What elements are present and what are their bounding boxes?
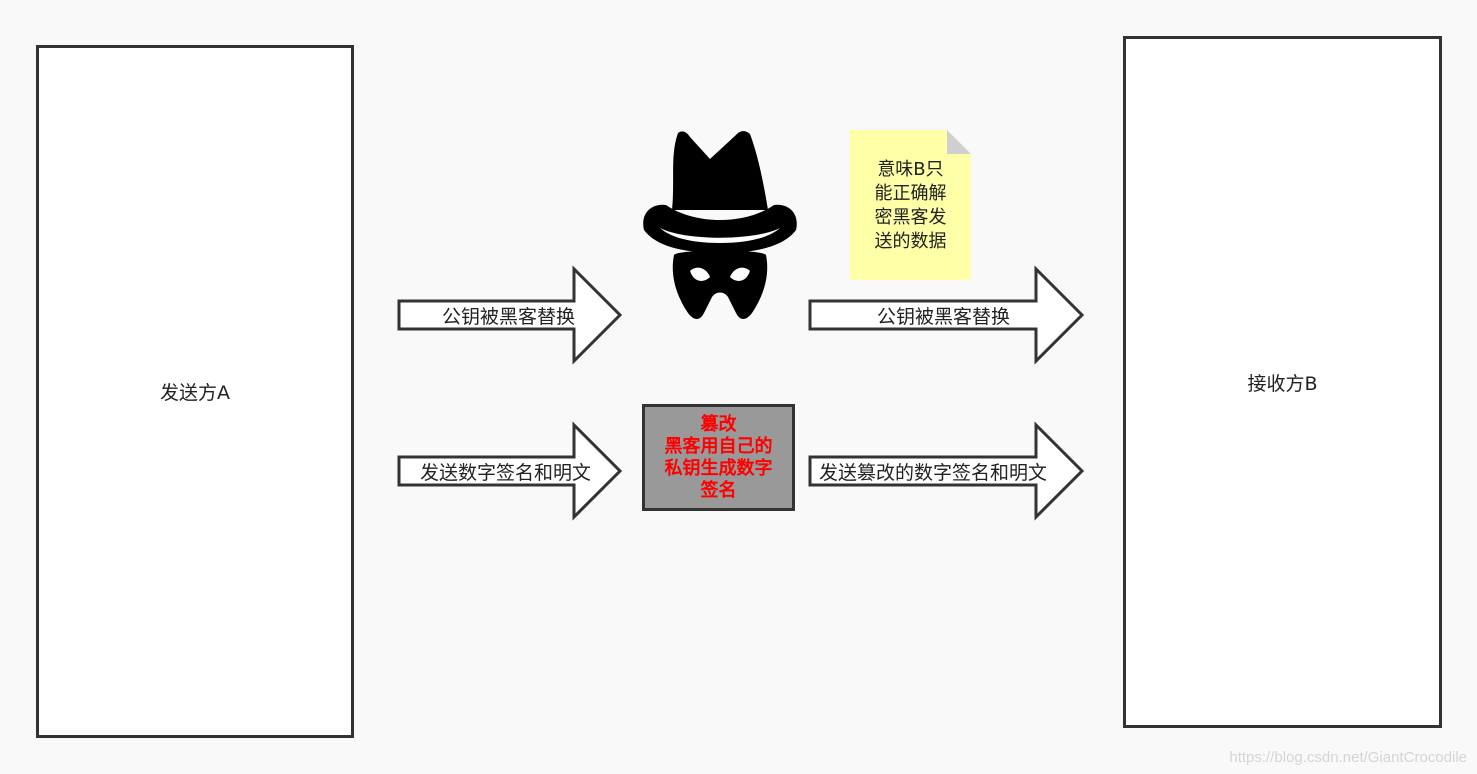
tamper-line: 签名 <box>700 479 737 501</box>
arrow-hacker-to-b-top: 公钥被黑客替换 <box>808 265 1085 365</box>
note-shape <box>850 130 971 280</box>
spy-hacker-icon <box>640 125 800 321</box>
tamper-line: 篡改 <box>700 413 737 435</box>
tamper-line: 黑客用自己的 <box>664 435 773 457</box>
sender-label: 发送方A <box>160 382 230 404</box>
arrow-a-bottom-label: 发送数字签名和明文 <box>420 462 592 484</box>
sticky-note: 意味B只 能正确解 密黑客发 送的数据 <box>850 130 971 280</box>
arrow-shape <box>397 421 623 521</box>
receiver-label: 接收方B <box>1247 372 1318 395</box>
tamper-box: 篡改 黑客用自己的 私钥生成数字 签名 <box>642 404 795 511</box>
arrow-tamper-to-b-bottom: 发送篡改的数字签名和明文 <box>808 421 1085 521</box>
receiver-box: 接收方B <box>1123 36 1442 728</box>
note-line: 密黑客发 <box>874 207 947 228</box>
arrow-a-to-tamper-bottom: 发送数字签名和明文 <box>397 421 623 521</box>
arrow-shape <box>397 265 623 365</box>
sender-box: 发送方A <box>36 45 354 738</box>
watermark: https://blog.csdn.net/GiantCrocodile <box>1229 749 1467 766</box>
note-text: 意味B只 能正确解 密黑客发 送的数据 <box>850 158 971 254</box>
arrow-b-bottom-label: 发送篡改的数字签名和明文 <box>819 462 1048 484</box>
note-line: 意味B只 <box>877 159 944 180</box>
arrow-a-top-label: 公钥被黑客替换 <box>442 306 576 328</box>
note-line: 能正确解 <box>874 183 947 204</box>
arrow-shape <box>808 265 1085 365</box>
arrow-shape <box>808 421 1085 521</box>
tamper-line: 私钥生成数字 <box>664 457 773 479</box>
note-line: 送的数据 <box>874 231 947 252</box>
arrow-a-to-hacker-top: 公钥被黑客替换 <box>397 265 623 365</box>
arrow-b-top-label: 公钥被黑客替换 <box>877 306 1011 328</box>
